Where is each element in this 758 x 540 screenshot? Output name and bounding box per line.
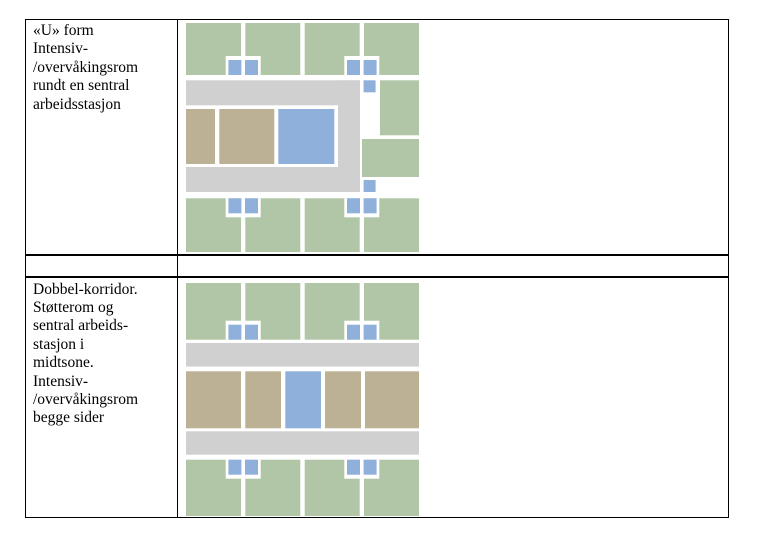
label-line: midtsone. xyxy=(33,354,94,372)
label-line: sentral arbeids- xyxy=(33,317,129,335)
staff-workstation xyxy=(244,459,258,475)
label-line: stasjon i xyxy=(33,335,85,353)
layout-table: «U» form Intensiv- /overvåkingsrom rundt… xyxy=(25,19,729,518)
patient-room xyxy=(361,138,419,177)
label-line: rundt en sentral xyxy=(33,77,130,95)
double-corridor-diagram xyxy=(185,282,419,516)
staff-workstation xyxy=(227,324,241,340)
row-divider-bottom xyxy=(26,276,728,278)
staff-workstation xyxy=(244,324,258,340)
patient-room xyxy=(379,79,419,135)
corridor xyxy=(185,166,360,192)
support-room xyxy=(218,108,274,164)
staff-workstation xyxy=(346,324,360,340)
corridor xyxy=(337,79,360,192)
staff-workstation xyxy=(227,197,241,213)
support-room xyxy=(185,108,215,164)
corridor xyxy=(185,430,419,455)
double-corridor-description: Dobbel-korridor. Støtterom og sentral ar… xyxy=(33,281,173,428)
label-line: Intensiv- xyxy=(33,40,89,58)
corridor xyxy=(185,342,419,367)
u-form-diagram xyxy=(185,22,419,252)
staff-workstation xyxy=(244,197,258,213)
label-line: «U» form xyxy=(33,22,94,39)
double-corridor-floorplan xyxy=(185,282,419,516)
staff-workstation xyxy=(363,79,376,92)
u-form-floorplan xyxy=(185,22,419,252)
label-line: Intensiv- xyxy=(33,372,89,390)
label-line: arbeidsstasjon xyxy=(33,95,121,113)
label-line: begge sider xyxy=(33,409,105,427)
label-line: Dobbel-korridor. xyxy=(33,280,138,298)
staff-workstation xyxy=(363,59,377,75)
central-workstation xyxy=(284,370,321,428)
support-room xyxy=(364,370,419,428)
support-room xyxy=(324,370,361,428)
staff-workstation xyxy=(346,197,360,213)
staff-workstation xyxy=(346,59,360,75)
staff-workstation xyxy=(363,459,377,475)
staff-workstation xyxy=(363,197,377,213)
u-form-description: «U» form Intensiv- /overvåkingsrom rundt… xyxy=(33,22,173,114)
label-line: Støtterom og xyxy=(33,298,114,316)
staff-workstation xyxy=(227,459,241,475)
label-line: /overvåkingsrom xyxy=(33,58,139,76)
support-room xyxy=(244,370,281,428)
staff-workstation xyxy=(244,59,258,75)
row-divider-top xyxy=(26,254,728,256)
staff-workstation xyxy=(346,459,360,475)
staff-workstation xyxy=(363,179,376,192)
column-divider xyxy=(176,20,178,517)
staff-workstation xyxy=(227,59,241,75)
label-line: /overvåkingsrom xyxy=(33,390,139,408)
support-room xyxy=(185,370,241,428)
central-workstation xyxy=(277,108,334,164)
staff-workstation xyxy=(363,324,377,340)
corridor xyxy=(185,79,360,105)
